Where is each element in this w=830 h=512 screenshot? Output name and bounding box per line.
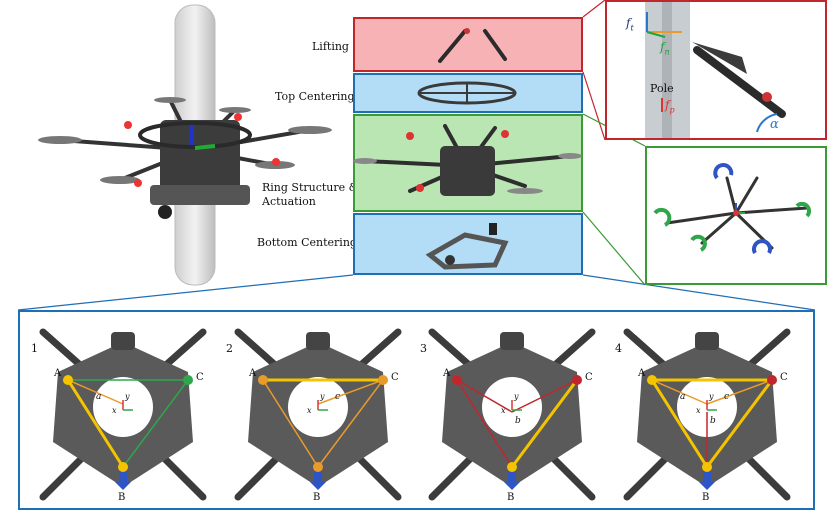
joint-a-label: A bbox=[443, 368, 451, 379]
actuation-line bbox=[511, 379, 578, 413]
axis-x-label: x bbox=[696, 406, 701, 415]
actuation-line bbox=[510, 379, 579, 468]
joint-a bbox=[452, 375, 462, 385]
joint-a-label: A bbox=[638, 368, 646, 379]
inset-ring-actuation bbox=[645, 146, 827, 285]
axis-c-label: c bbox=[724, 392, 730, 402]
actuation-line bbox=[651, 379, 708, 405]
down-arrow-icon bbox=[115, 472, 131, 490]
joint-b-label: B bbox=[118, 492, 126, 503]
joint-c-label: C bbox=[585, 372, 593, 383]
axis-c-label: c bbox=[335, 392, 341, 402]
joint-a bbox=[647, 375, 657, 385]
actuation-line bbox=[456, 379, 513, 413]
actuation-line bbox=[706, 379, 773, 405]
pole-label: Pole bbox=[650, 82, 674, 95]
joint-a-label: A bbox=[249, 368, 257, 379]
joint-b bbox=[313, 462, 323, 472]
panel-1-frame bbox=[39, 328, 207, 501]
actuation-line bbox=[705, 379, 774, 468]
down-arrow-icon bbox=[699, 472, 715, 490]
drone-illustration bbox=[20, 0, 340, 290]
joint-c-label: C bbox=[196, 372, 204, 383]
actuation-line bbox=[317, 379, 384, 468]
force-fn-label: fn bbox=[660, 40, 670, 57]
alpha-label: α bbox=[770, 117, 779, 132]
label-ring-structure-line2: Actuation bbox=[262, 195, 316, 208]
axis-x-label: x bbox=[307, 406, 312, 415]
axis-x-label: x bbox=[501, 406, 506, 415]
inset-force-diagram: ft fn Pole fp α bbox=[605, 0, 827, 140]
joint-a bbox=[258, 375, 268, 385]
actuation-line bbox=[67, 379, 124, 405]
axis-b-label: b bbox=[515, 416, 521, 426]
force-fp-label: fp bbox=[665, 98, 675, 115]
axis-y-label: y bbox=[125, 392, 130, 401]
panel-number: 1 bbox=[31, 342, 38, 355]
actuation-line bbox=[650, 379, 709, 468]
axis-icon bbox=[317, 400, 328, 411]
actuation-line bbox=[456, 379, 513, 468]
joint-c bbox=[183, 375, 193, 385]
axis-b-label: b bbox=[710, 416, 716, 426]
panel-number: 2 bbox=[226, 342, 233, 355]
axis-x-label: x bbox=[112, 406, 117, 415]
axis-a-label: a bbox=[96, 392, 102, 402]
label-top-centering: Top Centering bbox=[275, 90, 355, 103]
actuation-line bbox=[122, 379, 189, 468]
joint-c-label: C bbox=[780, 372, 788, 383]
label-ring-structure-line1: Ring Structure & bbox=[262, 181, 359, 194]
axis-icon bbox=[122, 400, 133, 411]
axis-icon bbox=[511, 400, 522, 411]
panel-3-frame bbox=[428, 328, 596, 501]
panel-number: 3 bbox=[420, 342, 427, 355]
joint-b bbox=[702, 462, 712, 472]
panel-4-frame bbox=[623, 328, 791, 501]
label-bottom-centering: Bottom Centering bbox=[257, 236, 357, 249]
actuation-line bbox=[317, 379, 384, 405]
band-ring-structure bbox=[353, 114, 583, 212]
joint-b bbox=[118, 462, 128, 472]
axis-y-label: y bbox=[320, 392, 325, 401]
axis-icon bbox=[706, 400, 717, 411]
joint-b bbox=[507, 462, 517, 472]
label-lifting: Lifting bbox=[312, 40, 349, 53]
band-bottom-centering bbox=[353, 213, 583, 275]
axis-a-label: a bbox=[680, 392, 686, 402]
joint-c-label: C bbox=[391, 372, 399, 383]
joint-c bbox=[572, 375, 582, 385]
band-lifting bbox=[353, 17, 583, 72]
down-arrow-icon bbox=[310, 472, 326, 490]
actuation-line bbox=[262, 379, 319, 468]
joint-c bbox=[378, 375, 388, 385]
band-top-centering bbox=[353, 73, 583, 113]
down-arrow-icon bbox=[504, 472, 520, 490]
panel-number: 4 bbox=[615, 342, 622, 355]
force-ft-label: ft bbox=[626, 16, 634, 33]
joint-c bbox=[767, 375, 777, 385]
joint-a-label: A bbox=[54, 368, 62, 379]
joint-b-label: B bbox=[313, 492, 321, 503]
panel-2-frame bbox=[234, 328, 402, 501]
joint-b-label: B bbox=[702, 492, 710, 503]
actuation-line bbox=[66, 379, 125, 468]
joint-b-label: B bbox=[507, 492, 515, 503]
axis-y-label: y bbox=[709, 392, 714, 401]
axis-y-label: y bbox=[514, 392, 519, 401]
joint-a bbox=[63, 375, 73, 385]
